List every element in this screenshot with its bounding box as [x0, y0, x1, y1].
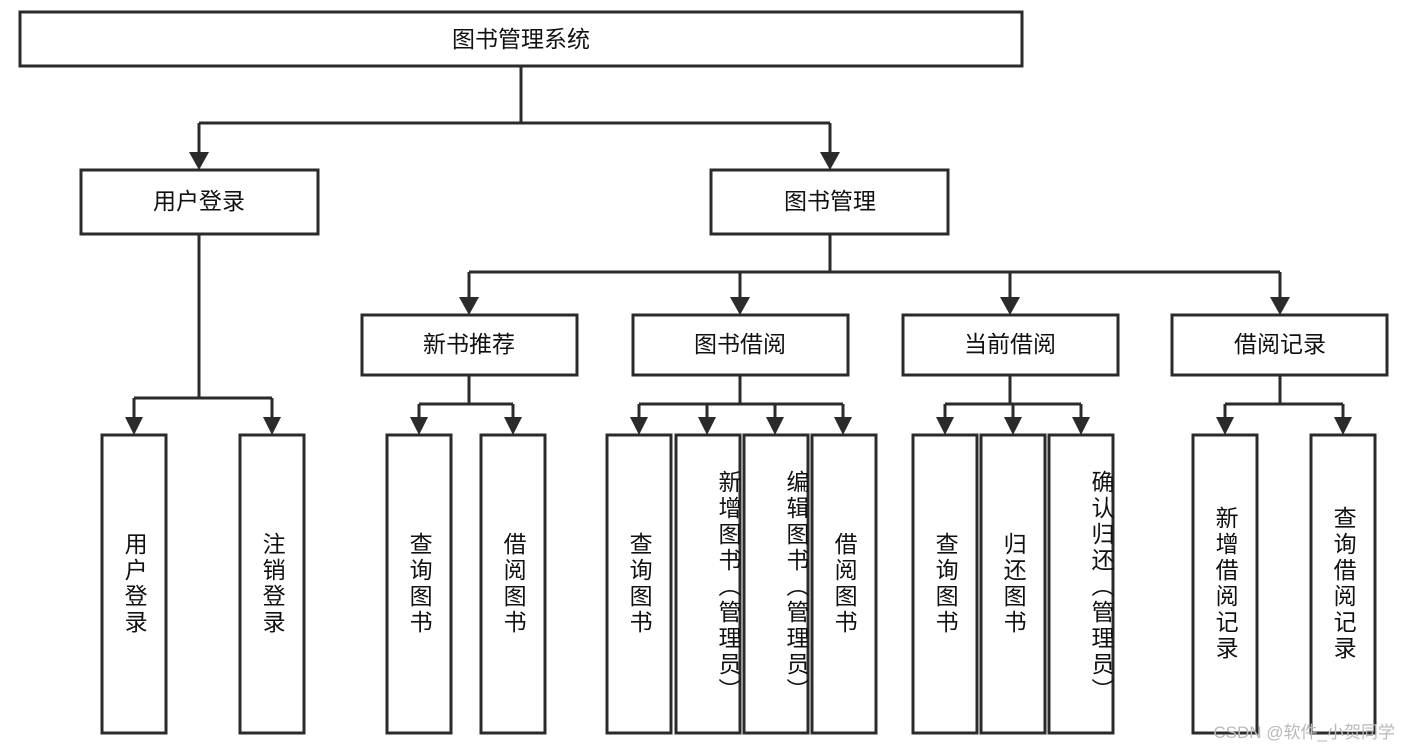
- node-user-login-box[interactable]: [79, 168, 320, 236]
- arrow-to-leaf-user-login: [125, 417, 143, 435]
- node-borrow-record[interactable]: 借阅记录: [1170, 313, 1389, 377]
- watermark-text: CSDN @软件_小贺同学: [1213, 723, 1395, 742]
- node-borrow-record-box[interactable]: [1170, 313, 1389, 377]
- node-user-login[interactable]: 用户登录: [79, 168, 320, 236]
- arrow-to-leaf-logout: [263, 417, 281, 435]
- arrow-to-leaf-confirm-return: [1072, 417, 1090, 435]
- node-leaf-query-book-1-box[interactable]: [385, 433, 453, 735]
- node-book-management-box[interactable]: [709, 168, 950, 236]
- arrow-to-user-login: [189, 152, 209, 170]
- arrow-to-leaf-edit-book: [766, 417, 784, 435]
- node-leaf-user-login-box[interactable]: [100, 433, 168, 735]
- node-book-borrow[interactable]: 图书借阅: [631, 313, 850, 377]
- node-book-borrow-label: 图书借阅: [694, 331, 786, 357]
- node-new-book-recommend[interactable]: 新书推荐: [360, 313, 579, 377]
- arrow-to-leaf-query-book-1: [410, 417, 428, 435]
- node-borrow-record-label: 借阅记录: [1234, 331, 1326, 357]
- node-current-borrow-label: 当前借阅: [964, 331, 1056, 357]
- node-leaf-query-book-2-box[interactable]: [605, 433, 673, 735]
- node-new-book-recommend-box[interactable]: [360, 313, 579, 377]
- arrow-to-leaf-query-book-3: [936, 417, 954, 435]
- arrow-to-leaf-query-record: [1334, 417, 1352, 435]
- node-leaf-query-record-box[interactable]: [1309, 433, 1377, 735]
- node-leaf-add-book-box[interactable]: [674, 433, 742, 735]
- node-current-borrow[interactable]: 当前借阅: [901, 313, 1120, 377]
- node-root[interactable]: 图书管理系统: [18, 10, 1024, 68]
- arrow-to-leaf-add-record: [1216, 417, 1234, 435]
- node-leaf-borrow-book-1-box[interactable]: [479, 433, 547, 735]
- node-new-book-recommend-label: 新书推荐: [423, 331, 515, 357]
- arrow-to-leaf-borrow-book-1: [504, 417, 522, 435]
- node-leaf-return-book-box[interactable]: [979, 433, 1047, 735]
- node-current-borrow-box[interactable]: [901, 313, 1120, 377]
- arrow-to-leaf-query-book-2: [630, 417, 648, 435]
- arrow-to-leaf-return-book: [1004, 417, 1022, 435]
- node-user-login-label: 用户登录: [153, 188, 245, 214]
- node-book-management-label: 图书管理: [784, 188, 876, 214]
- arrow-to-book-borrow: [730, 297, 750, 315]
- node-root-label: 图书管理系统: [452, 26, 590, 52]
- node-leaf-add-record-box[interactable]: [1191, 433, 1259, 735]
- arrow-to-book-management: [820, 152, 840, 170]
- node-root-box[interactable]: [18, 10, 1024, 68]
- node-book-management[interactable]: 图书管理: [709, 168, 950, 236]
- node-leaf-logout-box[interactable]: [238, 433, 306, 735]
- node-book-borrow-box[interactable]: [631, 313, 850, 377]
- node-leaf-borrow-book-2-box[interactable]: [810, 433, 878, 735]
- arrow-to-borrow-record: [1270, 297, 1290, 315]
- connector-group: [125, 66, 1352, 435]
- arrow-to-current-borrow: [1000, 297, 1020, 315]
- arrow-to-new-book-recommend: [459, 297, 479, 315]
- node-leaf-confirm-return-box[interactable]: [1047, 433, 1115, 735]
- arrow-to-leaf-add-book: [698, 417, 716, 435]
- arrow-to-leaf-borrow-book-2: [834, 417, 852, 435]
- node-leaf-edit-book-box[interactable]: [742, 433, 810, 735]
- node-leaf-query-book-3-box[interactable]: [911, 433, 979, 735]
